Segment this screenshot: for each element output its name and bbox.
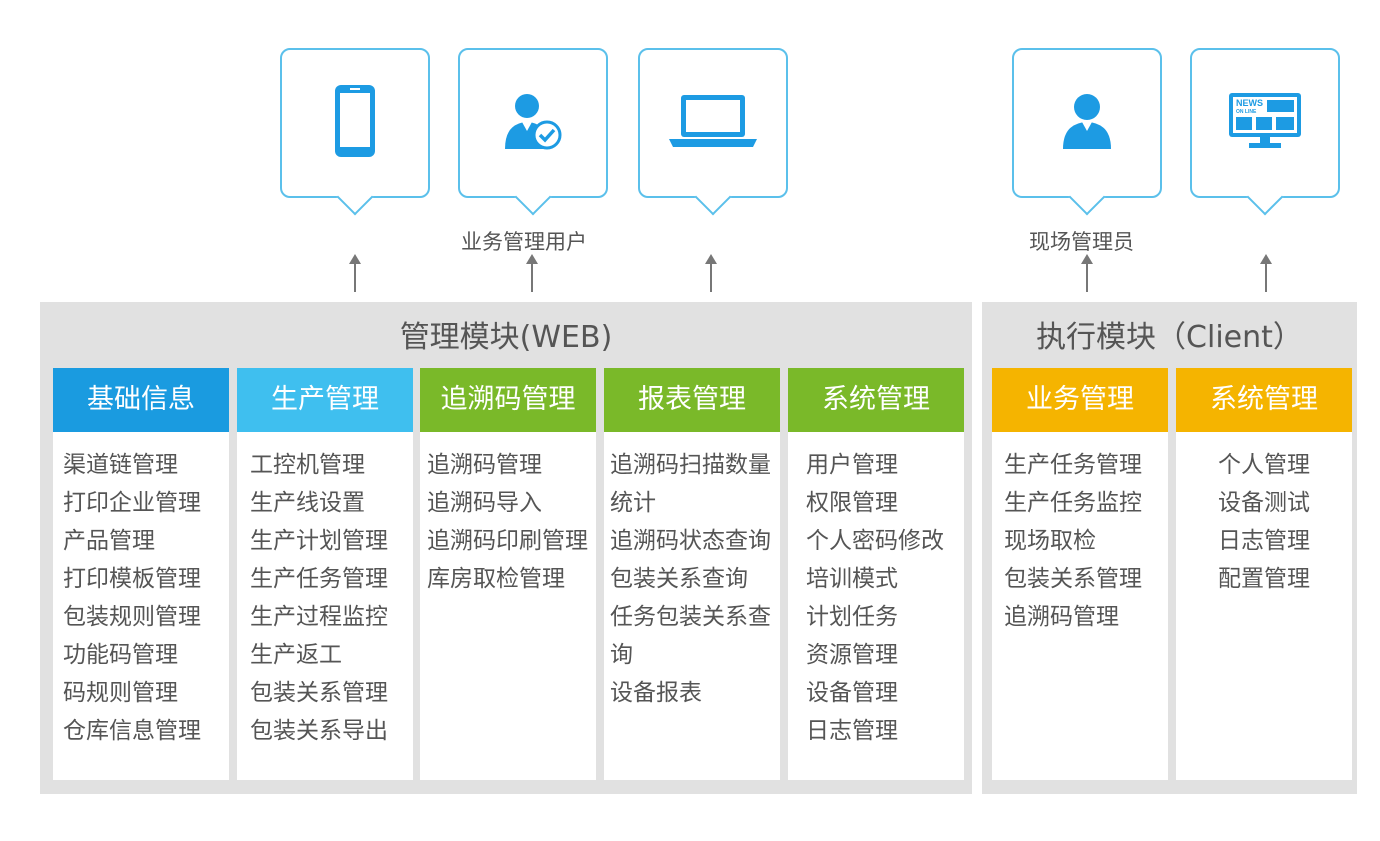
column-header: 系统管理 xyxy=(1176,368,1352,432)
user-icon xyxy=(1061,91,1113,155)
menu-item: 渠道链管理 xyxy=(63,452,178,478)
column-header: 业务管理 xyxy=(992,368,1168,432)
column-header: 基础信息 xyxy=(53,368,229,432)
menu-item: 用户管理 xyxy=(806,452,898,478)
menu-item: 生产返工 xyxy=(250,642,342,668)
news-monitor-icon: NEWS ON LINE xyxy=(1227,91,1303,155)
up-arrow xyxy=(705,254,717,292)
menu-item: 追溯码导入 xyxy=(427,490,542,516)
up-arrow xyxy=(349,254,361,292)
device-bubble-laptop xyxy=(638,48,788,198)
column-header: 追溯码管理 xyxy=(420,368,596,432)
menu-item: 计划任务 xyxy=(806,604,898,630)
menu-item: 现场取检 xyxy=(1004,528,1096,554)
web-user-group-label: 业务管理用户 xyxy=(461,230,587,254)
menu-item: 权限管理 xyxy=(806,490,898,516)
menu-item: 生产任务管理 xyxy=(250,566,388,592)
menu-item: 打印模板管理 xyxy=(63,566,201,592)
laptop-icon xyxy=(667,93,759,153)
up-arrow xyxy=(1260,254,1272,292)
menu-item: 追溯码扫描数量统计 xyxy=(610,452,771,516)
menu-item: 库房取检管理 xyxy=(427,566,565,592)
menu-item: 码规则管理 xyxy=(63,680,178,706)
module-column-production: 生产管理 工控机管理 生产线设置 生产计划管理 生产任务管理 生产过程监控 生产… xyxy=(237,368,413,780)
menu-item: 设备管理 xyxy=(806,680,898,706)
module-column-basic-info: 基础信息 渠道链管理 打印企业管理 产品管理 打印模板管理 包装规则管理 功能码… xyxy=(53,368,229,780)
module-column-client-system: 系统管理 个人管理 设备测试 日志管理 配置管理 xyxy=(1176,368,1352,780)
column-header: 报表管理 xyxy=(604,368,780,432)
device-bubble-news-monitor: NEWS ON LINE xyxy=(1190,48,1340,198)
up-arrow xyxy=(526,254,538,292)
news-screen-text: NEWS xyxy=(1236,98,1263,108)
menu-item: 任务包装关系查询 xyxy=(610,604,771,668)
menu-item: 包装关系导出 xyxy=(250,718,388,744)
menu-item: 个人管理 xyxy=(1218,452,1310,478)
menu-item: 生产过程监控 xyxy=(250,604,388,630)
up-arrow xyxy=(1081,254,1093,292)
menu-item: 生产计划管理 xyxy=(250,528,388,554)
menu-item: 工控机管理 xyxy=(250,452,365,478)
module-column-business: 业务管理 生产任务管理 生产任务监控 现场取检 包装关系管理 追溯码管理 xyxy=(992,368,1168,780)
client-user-group-label: 现场管理员 xyxy=(1029,230,1134,254)
menu-item: 包装关系查询 xyxy=(610,566,748,592)
menu-item: 追溯码状态查询 xyxy=(610,528,771,554)
menu-item: 功能码管理 xyxy=(63,642,178,668)
menu-item: 生产线设置 xyxy=(250,490,365,516)
menu-item: 生产任务监控 xyxy=(1004,490,1142,516)
menu-item: 设备报表 xyxy=(610,680,702,706)
menu-item: 个人密码修改 xyxy=(806,528,944,554)
menu-item: 设备测试 xyxy=(1218,490,1310,516)
menu-item: 包装规则管理 xyxy=(63,604,201,630)
menu-item: 追溯码管理 xyxy=(1004,604,1119,630)
menu-item: 追溯码印刷管理 xyxy=(427,528,588,554)
column-header: 生产管理 xyxy=(237,368,413,432)
news-screen-subtext: ON LINE xyxy=(1236,109,1257,115)
menu-item: 打印企业管理 xyxy=(63,490,201,516)
menu-item: 生产任务管理 xyxy=(1004,452,1142,478)
module-column-trace-code: 追溯码管理 追溯码管理 追溯码导入 追溯码印刷管理 库房取检管理 xyxy=(420,368,596,780)
device-bubble-phone xyxy=(280,48,430,198)
menu-item: 产品管理 xyxy=(63,528,155,554)
menu-item: 包装关系管理 xyxy=(1004,566,1142,592)
client-module-title: 执行模块（Client） xyxy=(1036,320,1303,355)
menu-item: 追溯码管理 xyxy=(427,452,542,478)
menu-item: 仓库信息管理 xyxy=(63,718,201,744)
menu-item: 培训模式 xyxy=(806,566,898,592)
web-module-title: 管理模块(WEB) xyxy=(399,320,613,355)
menu-item: 包装关系管理 xyxy=(250,680,388,706)
device-bubble-user xyxy=(1012,48,1162,198)
menu-item: 资源管理 xyxy=(806,642,898,668)
device-bubble-verified-user xyxy=(458,48,608,198)
verified-user-icon xyxy=(501,89,565,157)
smartphone-icon xyxy=(333,83,377,163)
column-header: 系统管理 xyxy=(788,368,964,432)
module-column-system: 系统管理 用户管理 权限管理 个人密码修改 培训模式 计划任务 资源管理 设备管… xyxy=(788,368,964,780)
module-column-reports: 报表管理 追溯码扫描数量统计 追溯码状态查询 包装关系查询 任务包装关系查询 设… xyxy=(604,368,780,780)
menu-item: 配置管理 xyxy=(1218,566,1310,592)
menu-item: 日志管理 xyxy=(1218,528,1310,554)
menu-item: 日志管理 xyxy=(806,718,898,744)
